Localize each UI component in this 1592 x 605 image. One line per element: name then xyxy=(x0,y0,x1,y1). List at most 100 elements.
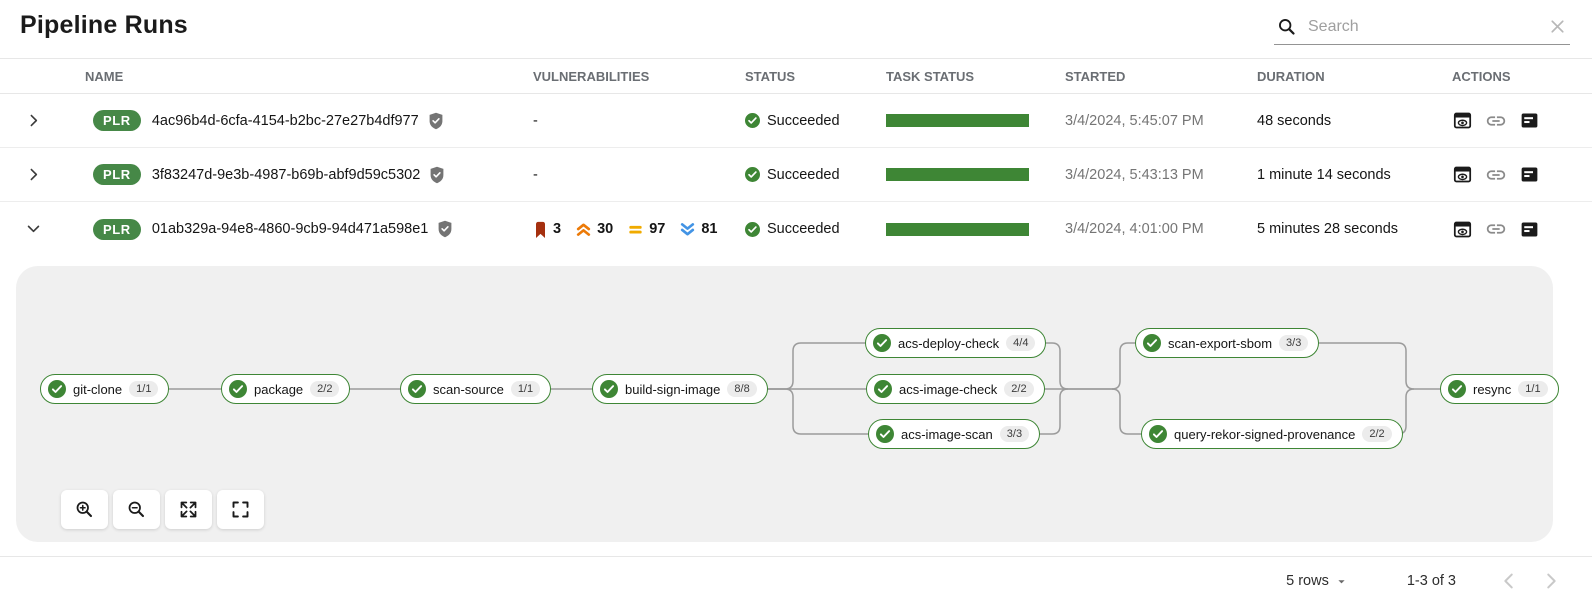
expand-row-button[interactable] xyxy=(21,108,45,132)
zoom-out-button[interactable] xyxy=(113,490,160,529)
search-input[interactable] xyxy=(1306,16,1538,37)
status-label: Succeeded xyxy=(767,221,840,237)
task-node-count: 8/8 xyxy=(727,381,757,397)
task-node-count: 2/2 xyxy=(1004,381,1034,397)
critical-count: 3 xyxy=(553,221,562,237)
link-icon[interactable] xyxy=(1485,110,1507,132)
task-node-count: 1/1 xyxy=(510,381,541,397)
pipeline-run-name[interactable]: 3f83247d-9e3b-4987-b69b-abf9d59c5302 xyxy=(151,166,421,183)
duration-value: 48 seconds xyxy=(1257,112,1332,129)
preview-icon[interactable] xyxy=(1452,219,1473,240)
medium-severity: 97 xyxy=(627,221,665,238)
table-row: PLR 4ac96b4d-6cfa-4154-b2bc-27e27b4df977… xyxy=(0,94,1592,148)
task-node[interactable]: acs-deploy-check 4/4 xyxy=(865,328,1047,358)
signed-shield-icon xyxy=(429,166,445,184)
task-node[interactable]: scan-export-sbom 3/3 xyxy=(1135,328,1320,358)
succeeded-icon xyxy=(745,221,760,237)
task-node-label: acs-deploy-check xyxy=(898,335,1000,351)
graph-controls xyxy=(61,490,264,529)
task-node-label: git-clone xyxy=(73,381,123,397)
task-status-bar[interactable] xyxy=(886,114,1029,127)
plr-badge: PLR xyxy=(93,164,141,185)
started-timestamp: 3/4/2024, 4:01:00 PM xyxy=(1065,221,1204,237)
task-status-bar[interactable] xyxy=(886,168,1029,181)
pipeline-run-name[interactable]: 4ac96b4d-6cfa-4154-b2bc-27e27b4df977 xyxy=(151,112,419,129)
preview-icon[interactable] xyxy=(1452,110,1473,131)
task-node[interactable]: build-sign-image 8/8 xyxy=(592,374,768,404)
pipeline-graph: git-clone 1/1 package 2/2 scan-source 1/… xyxy=(16,266,1559,542)
column-header-duration: DURATION xyxy=(1257,68,1325,84)
task-node-count: 4/4 xyxy=(1006,335,1036,351)
task-node[interactable]: acs-image-check 2/2 xyxy=(866,374,1045,404)
task-node-label: package xyxy=(254,381,304,397)
logs-icon[interactable] xyxy=(1519,164,1540,185)
medium-severity-icon xyxy=(629,225,642,234)
column-header-started: STARTED xyxy=(1065,68,1126,84)
signed-shield-icon xyxy=(437,220,453,238)
task-success-icon xyxy=(600,380,618,398)
duration-value: 5 minutes 28 seconds xyxy=(1257,221,1399,237)
collapse-row-button[interactable] xyxy=(21,217,45,241)
task-success-icon xyxy=(229,380,247,398)
search-box xyxy=(1274,13,1570,45)
task-node-label: scan-source xyxy=(433,381,504,397)
next-page-button[interactable] xyxy=(1540,570,1562,592)
task-node-count: 1/1 xyxy=(1518,381,1548,397)
medium-count: 97 xyxy=(649,221,666,237)
task-node-label: resync xyxy=(1473,381,1512,397)
page-title: Pipeline Runs xyxy=(20,11,188,39)
plr-badge: PLR xyxy=(93,218,141,240)
fit-to-screen-button[interactable] xyxy=(165,490,212,529)
column-header-vulnerabilities: VULNERABILITIES xyxy=(533,68,650,84)
started-timestamp: 3/4/2024, 5:45:07 PM xyxy=(1065,112,1204,129)
previous-page-button[interactable] xyxy=(1498,570,1520,592)
task-node-label: acs-image-check xyxy=(899,381,998,397)
task-node[interactable]: resync 1/1 xyxy=(1440,374,1559,404)
clear-search-icon[interactable] xyxy=(1547,16,1568,37)
logs-icon[interactable] xyxy=(1519,110,1540,131)
vulnerabilities-value: - xyxy=(533,112,538,129)
critical-severity-icon xyxy=(536,221,545,238)
column-header-task-status: TASK STATUS xyxy=(886,68,975,84)
logs-icon[interactable] xyxy=(1519,219,1540,240)
task-node-label: build-sign-image xyxy=(625,381,721,397)
task-success-icon xyxy=(873,334,891,352)
task-node[interactable]: acs-image-scan 3/3 xyxy=(868,419,1041,449)
expand-row-button[interactable] xyxy=(21,162,45,186)
status-label: Succeeded xyxy=(767,112,840,129)
high-severity: 30 xyxy=(575,221,613,238)
rows-per-page-label: 5 rows xyxy=(1286,573,1329,589)
task-success-icon xyxy=(1149,425,1167,443)
task-node[interactable]: package 2/2 xyxy=(221,374,351,404)
task-node[interactable]: git-clone 1/1 xyxy=(40,374,170,404)
table-footer: 5 rows 1-3 of 3 xyxy=(0,557,1592,605)
expanded-row-panel: git-clone 1/1 package 2/2 scan-source 1/… xyxy=(0,266,1592,557)
task-success-icon xyxy=(874,380,892,398)
task-status-bar[interactable] xyxy=(886,222,1029,236)
chevron-down-icon xyxy=(1338,579,1345,583)
table-row: PLR 01ab329a-94e8-4860-9cb9-94d471a598e1… xyxy=(0,202,1592,256)
zoom-in-button[interactable] xyxy=(61,490,108,529)
task-node-label: acs-image-scan xyxy=(901,426,993,442)
task-success-icon xyxy=(408,380,426,398)
task-success-icon xyxy=(876,425,894,443)
pipeline-run-name[interactable]: 01ab329a-94e8-4860-9cb9-94d471a598e1 xyxy=(151,221,429,237)
task-node-count: 1/1 xyxy=(129,381,159,397)
search-icon xyxy=(1276,16,1297,37)
preview-icon[interactable] xyxy=(1452,164,1473,185)
duration-value: 1 minute 14 seconds xyxy=(1257,166,1391,183)
column-header-actions: ACTIONS xyxy=(1452,68,1511,84)
succeeded-icon xyxy=(745,113,760,128)
column-header-status: STATUS xyxy=(745,68,796,84)
high-severity-icon xyxy=(576,222,591,236)
rows-per-page-select[interactable]: 5 rows xyxy=(1280,572,1355,590)
low-severity: 81 xyxy=(679,221,718,238)
link-icon[interactable] xyxy=(1485,218,1507,240)
fullscreen-button[interactable] xyxy=(217,490,264,529)
task-node[interactable]: query-rekor-signed-provenance 2/2 xyxy=(1141,419,1403,449)
task-node[interactable]: scan-source 1/1 xyxy=(400,374,552,404)
task-node-count: 2/2 xyxy=(310,381,340,397)
table-row: PLR 3f83247d-9e3b-4987-b69b-abf9d59c5302… xyxy=(0,148,1592,202)
succeeded-icon xyxy=(745,167,760,182)
link-icon[interactable] xyxy=(1485,164,1507,186)
